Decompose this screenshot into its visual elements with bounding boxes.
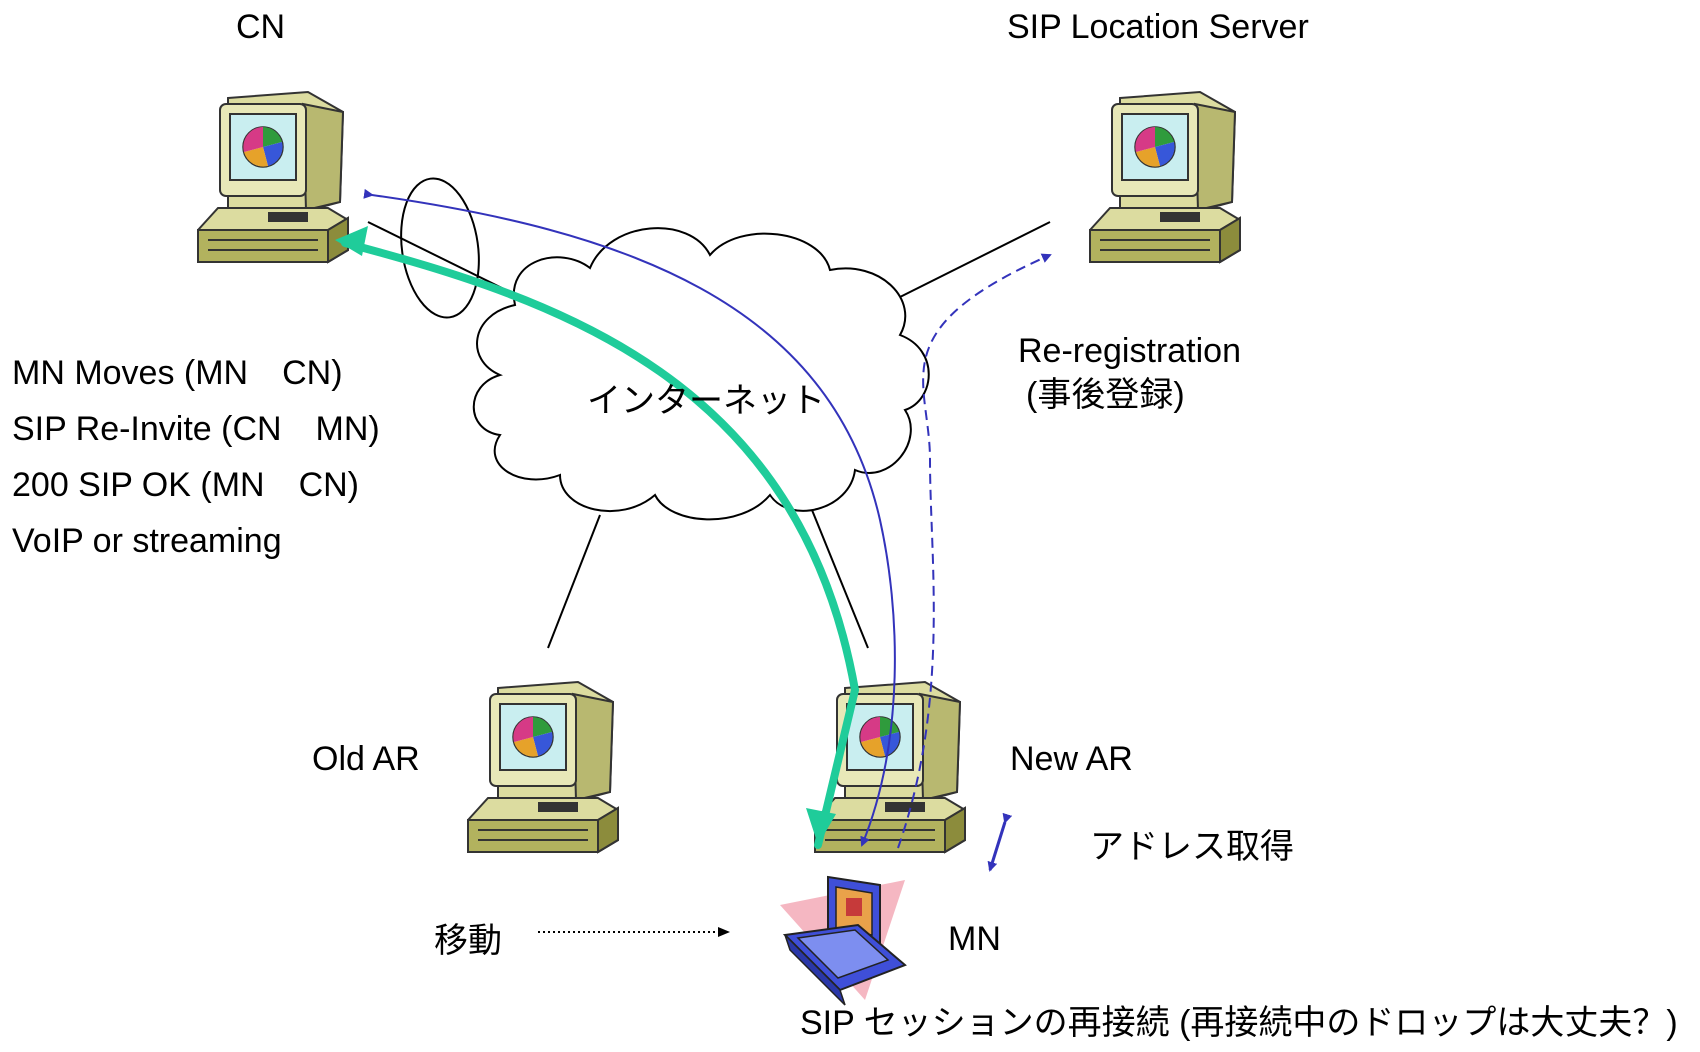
session-loop-ellipse: [400, 177, 480, 319]
bottom-caption: SIP セッションの再接続 (再接続中のドロップは大丈夫？): [800, 1004, 1678, 1042]
address-acquire-label: アドレス取得: [1090, 828, 1294, 866]
sip-reinvite-arrow: [363, 188, 896, 847]
reregistration-label: Re-registration: [1018, 332, 1241, 370]
sip-server-label: SIP Location Server: [1007, 8, 1309, 46]
link-server-cloud: [897, 221, 1051, 299]
old-ar-label: Old AR: [312, 740, 420, 778]
link-oldar-cloud: [547, 514, 601, 649]
internet-cloud: [472, 227, 930, 521]
reregistration-sub-label: (事後登録): [1026, 376, 1185, 414]
reregistration-arrow: [897, 253, 1052, 849]
sip-server-computer-icon: [1089, 91, 1241, 263]
mn-label: MN: [948, 920, 1001, 958]
mn-laptop-icon: [780, 875, 907, 1006]
legend-sip-reinvite: SIP Re-Invite (CN MN): [12, 410, 380, 448]
cn-computer-icon: [197, 91, 349, 263]
address-acquire-arrow: [987, 812, 1013, 872]
move-label: 移動: [434, 922, 502, 960]
legend-mn-moves: MN Moves (MN CN): [12, 354, 343, 392]
voip-arrowhead-cn: [335, 226, 368, 256]
legend-voip: VoIP or streaming: [12, 522, 282, 560]
cloud-label: インターネット: [587, 382, 825, 420]
old-ar-computer-icon: [467, 681, 619, 853]
legend-200-ok: 200 SIP OK (MN CN): [12, 466, 360, 504]
new-ar-label: New AR: [1010, 740, 1133, 778]
cn-label: CN: [236, 8, 286, 46]
